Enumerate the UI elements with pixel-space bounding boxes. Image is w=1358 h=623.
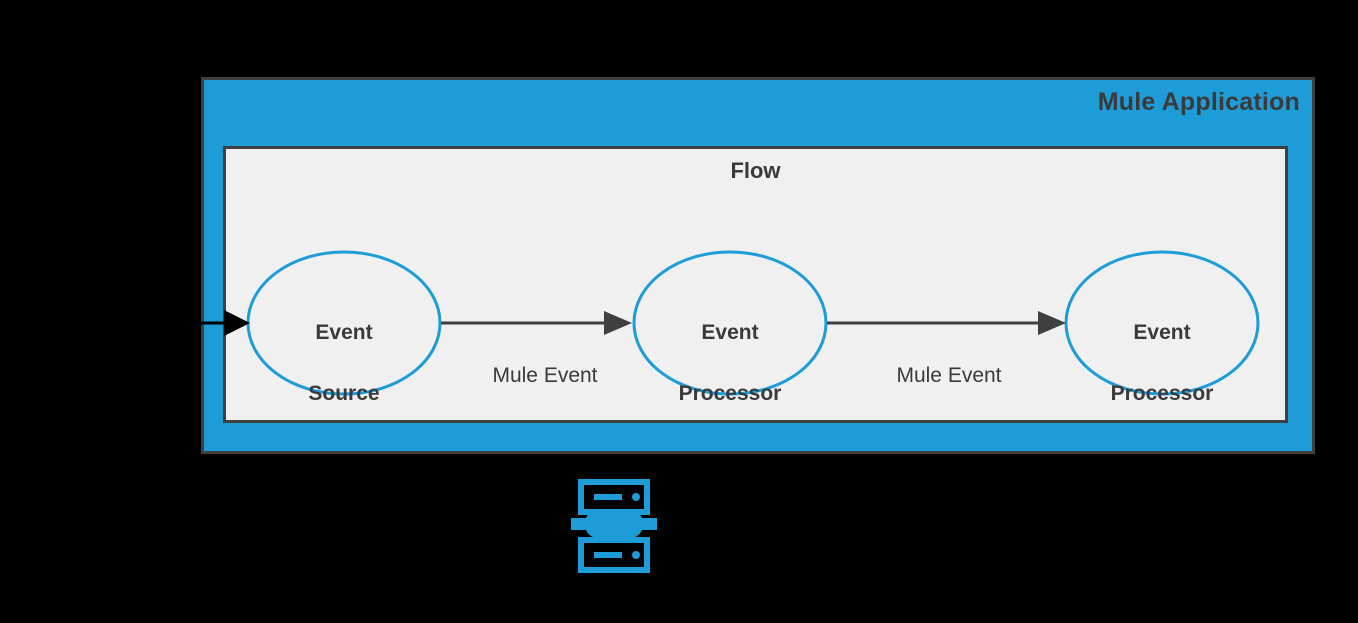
node-event-source-line1: Event [315, 321, 373, 345]
mule-application-title: Mule Application [1097, 88, 1300, 116]
node-event-source-line2: Source [308, 382, 380, 406]
node-event-processor-2-line1: Event [1133, 321, 1191, 345]
edge-2-label: Mule Event [896, 364, 1002, 387]
node-event-processor-1-line1: Event [701, 321, 759, 345]
node-event-processor-1-label: Event Processor [630, 288, 830, 410]
flow-title: Flow [730, 158, 781, 183]
node-event-processor-1-line2: Processor [678, 382, 782, 406]
node-event-processor-2-label: Event Processor [1062, 288, 1262, 410]
edge-1-label: Mule Event [492, 364, 598, 387]
node-event-source-label: Event Source [244, 288, 444, 410]
node-event-processor-2-line2: Processor [1110, 382, 1214, 406]
server-cluster-icon [571, 479, 657, 573]
